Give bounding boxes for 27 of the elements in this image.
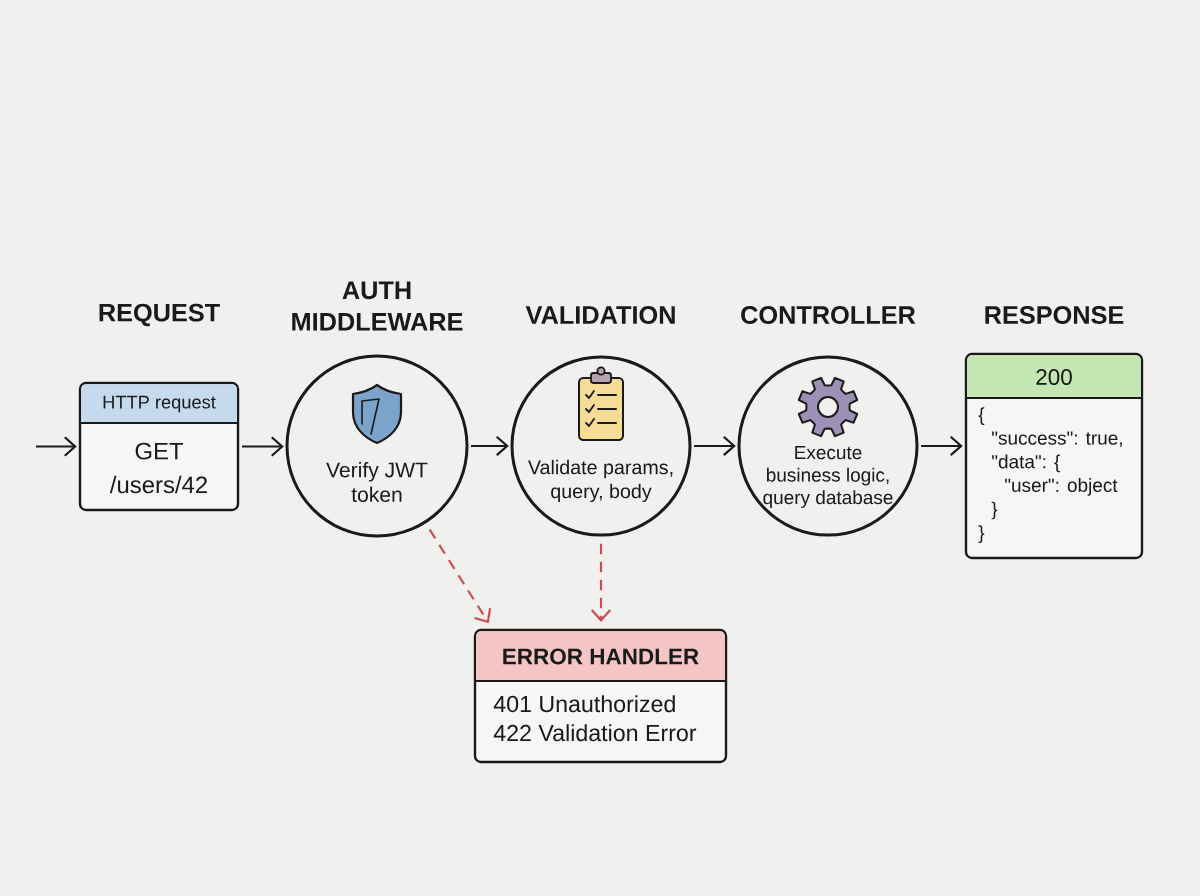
- dashed-arrow: [590, 543, 612, 622]
- arrow: [694, 435, 736, 457]
- step-text: Verify JWT token: [326, 461, 428, 503]
- code-line: {: [978, 407, 985, 425]
- code-line: "user": object: [1005, 478, 1118, 496]
- box-header: ERROR HANDLER: [475, 631, 726, 683]
- request-text: GET /users/42: [109, 442, 207, 494]
- box-header: HTTP request: [80, 384, 238, 425]
- arrow: [242, 436, 284, 457]
- code-line: "success": true,: [992, 431, 1122, 448]
- box-header: 200: [966, 355, 1142, 400]
- stage-heading: CONTROLLER: [741, 306, 916, 324]
- arrow: [36, 436, 77, 457]
- error-text: 422 Validation Error: [493, 724, 697, 742]
- arrow: [471, 435, 509, 457]
- stage-heading: REQUEST: [99, 303, 220, 327]
- step-text: Execute business logic, query database: [763, 446, 893, 508]
- code-line: }: [978, 525, 985, 543]
- stage-heading: AUTH MIDDLEWARE: [292, 281, 463, 331]
- code-line: }: [991, 501, 998, 520]
- stage-heading: VALIDATION: [525, 306, 675, 324]
- step-text: Validate params, query, body: [528, 459, 673, 503]
- stage-heading: RESPONSE: [985, 306, 1124, 324]
- arrow: [921, 435, 963, 457]
- error-text: 401 Unauthorized: [493, 695, 675, 713]
- dashed-arrow: [428, 529, 492, 624]
- code-line: "data": {: [992, 454, 1060, 473]
